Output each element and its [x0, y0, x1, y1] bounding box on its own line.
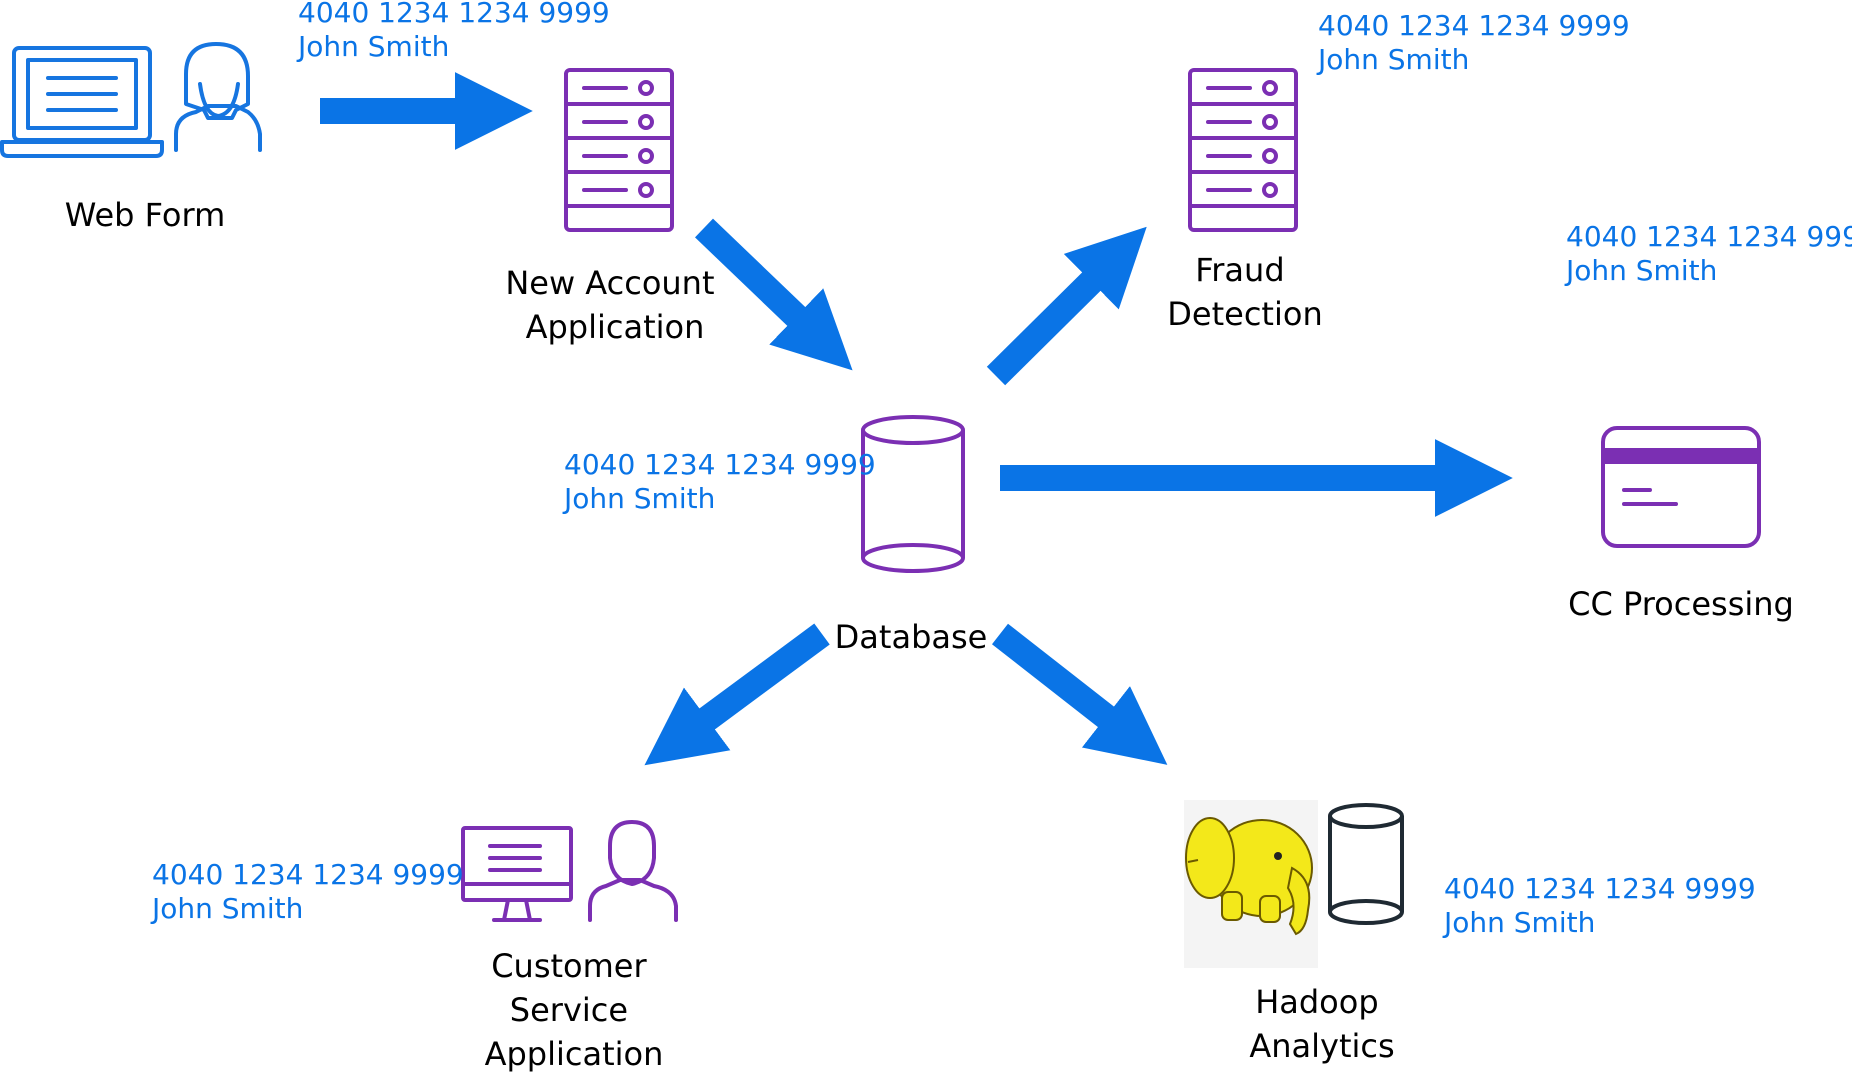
data-label-fraud: 4040 1234 1234 9999 John Smith — [1316, 9, 1639, 76]
label-line: New Account — [505, 264, 714, 302]
card-holder: John Smith — [296, 30, 449, 63]
monitor-icon — [461, 826, 573, 922]
arrow-database-to-customer-service — [644, 623, 830, 766]
data-label-customer-service: 4040 1234 1234 9999 John Smith — [150, 858, 473, 925]
label-line: Application — [485, 1035, 664, 1072]
credit-card-icon — [1601, 426, 1761, 548]
label-line: Database — [835, 618, 988, 656]
database-cylinder-icon — [1328, 803, 1404, 925]
card-holder: John Smith — [1316, 43, 1469, 76]
data-label-web-form: 4040 1234 1234 9999 John Smith — [296, 0, 619, 63]
laptop-user-icon — [0, 42, 262, 158]
arrow-newaccount-to-database — [695, 218, 853, 371]
label-line: Application — [526, 308, 705, 346]
card-number: 4040 1234 1234 9999 — [564, 448, 876, 481]
card-holder: John Smith — [150, 892, 303, 925]
label-line: Web Form — [65, 196, 226, 234]
server-icon — [1188, 68, 1298, 232]
node-label-web-form: Web Form — [65, 196, 226, 234]
card-number: 4040 1234 1234 9999 — [298, 0, 610, 29]
hadoop-elephant-icon — [1184, 800, 1318, 968]
arrow-database-to-fraud — [986, 226, 1147, 386]
person-icon — [588, 820, 678, 922]
card-number: 4040 1234 1234 9999 — [1318, 9, 1630, 42]
data-label-database: 4040 1234 1234 9999 John Smith — [562, 448, 885, 515]
node-label-new-account: New Account Application — [505, 264, 724, 346]
node-label-cc-processing: CC Processing — [1568, 585, 1794, 623]
node-label-fraud-detection: Fraud Detection — [1167, 251, 1322, 333]
card-number: 4040 1234 1234 9999 — [1444, 872, 1756, 905]
server-icon — [564, 68, 674, 232]
person-icon — [174, 42, 262, 152]
database-cylinder-icon — [861, 415, 965, 573]
data-label-cc: 4040 1234 1234 9999 John Smith — [1564, 220, 1852, 287]
label-line: CC Processing — [1568, 585, 1794, 623]
label-line: Fraud — [1195, 251, 1284, 289]
card-holder: John Smith — [1564, 254, 1717, 287]
node-label-database: Database — [835, 618, 988, 656]
card-number: 4040 1234 1234 9999 — [152, 858, 464, 891]
card-holder: John Smith — [562, 482, 715, 515]
arrow-database-to-hadoop — [991, 623, 1168, 765]
label-line: Service — [510, 991, 628, 1029]
node-label-customer-service: Customer Service Application — [485, 947, 664, 1072]
node-label-hadoop-analytics: Hadoop Analytics — [1249, 983, 1394, 1065]
label-line: Customer — [491, 947, 647, 985]
label-line: Detection — [1167, 295, 1322, 333]
monitor-user-icon — [461, 820, 678, 922]
card-number: 4040 1234 1234 9999 — [1566, 220, 1852, 253]
laptop-icon — [0, 46, 164, 158]
data-label-hadoop: 4040 1234 1234 9999 John Smith — [1442, 872, 1765, 939]
label-line: Hadoop — [1255, 983, 1378, 1021]
label-line: Analytics — [1249, 1027, 1394, 1065]
card-holder: John Smith — [1442, 906, 1595, 939]
